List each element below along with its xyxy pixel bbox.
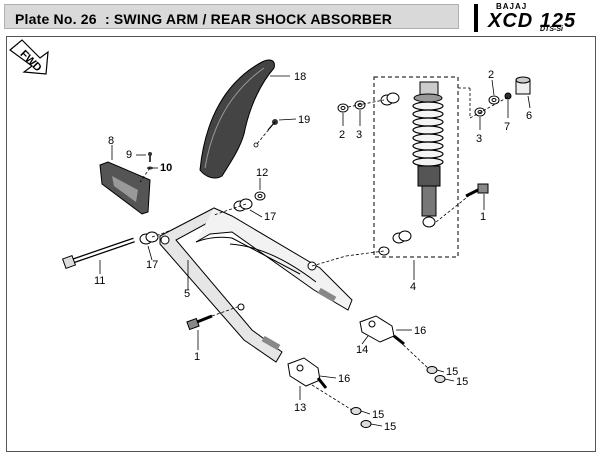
callout-13: 13 [294, 402, 306, 414]
screw-19 [267, 119, 278, 131]
washer-2-left [337, 103, 349, 113]
washer-2-right [488, 95, 500, 105]
nut-15-a [426, 366, 438, 374]
cap-nut-6 [515, 76, 531, 95]
callout-1-lower: 1 [194, 351, 200, 363]
nut-15-b [434, 375, 446, 383]
bush-17-a [139, 231, 159, 245]
fwd-arrow-icon: FWD [9, 39, 49, 75]
spindle-bolt [61, 237, 135, 270]
nut-15-c [350, 407, 362, 415]
bolt-9 [148, 152, 152, 162]
washer-12 [254, 191, 266, 201]
callout-19: 19 [298, 114, 310, 126]
brand-logo: BAJAJ XCD 125 DTS-Si [470, 2, 598, 33]
callout-10: 10 [160, 162, 172, 174]
chain-adjuster-14 [359, 315, 405, 346]
callout-18: 18 [294, 71, 306, 83]
brand-maker: BAJAJ [496, 2, 528, 11]
brand-divider [474, 4, 478, 32]
shock-bush-upper [380, 92, 400, 106]
bolt-1-lower [186, 314, 213, 331]
leader-dashed [139, 87, 511, 411]
chain-guard-bracket [99, 161, 151, 215]
callout-16-upper: 16 [414, 325, 426, 337]
chain-adjuster-13 [287, 357, 328, 389]
callout-16-lower: 16 [338, 373, 350, 385]
callout-17-lower: 17 [146, 259, 158, 271]
brand-model: XCD 125 [488, 10, 577, 32]
diagram-frame [6, 36, 596, 452]
rear-mudguard [199, 59, 275, 179]
callout-15-a: 15 [446, 366, 458, 378]
callout-7: 7 [504, 121, 510, 133]
plate-title: Plate No. 26 : SWING ARM / REAR SHOCK AB… [15, 11, 393, 27]
callout-labels: 18 19 8 9 10 12 17 17 11 5 1 2 3 3 2 7 6… [94, 69, 532, 433]
callout-14: 14 [356, 344, 368, 356]
bush-17-b [233, 198, 253, 212]
shock-bush-lower [378, 230, 412, 256]
title-bar: Plate No. 26 : SWING ARM / REAR SHOCK AB… [4, 4, 459, 29]
callout-8: 8 [108, 135, 114, 147]
callout-3-right: 3 [476, 133, 482, 145]
plate-header: Plate No. 26 : SWING ARM / REAR SHOCK AB… [0, 0, 601, 33]
callout-5: 5 [184, 288, 190, 300]
washer-3-right [474, 107, 486, 117]
callout-9: 9 [126, 149, 132, 161]
callout-2-left: 2 [339, 129, 345, 141]
callout-15-c: 15 [372, 409, 384, 421]
callout-17-upper: 17 [264, 211, 276, 223]
callout-2-right: 2 [488, 69, 494, 81]
leader-solid [99, 75, 531, 427]
callout-15-d: 15 [384, 421, 396, 433]
callout-4: 4 [410, 281, 416, 293]
swing-arm [159, 207, 353, 363]
bolt-1-right [465, 183, 489, 198]
shock-absorber [373, 76, 459, 258]
callout-12: 12 [256, 167, 268, 179]
callout-3-left: 3 [356, 129, 362, 141]
nut-15-d [360, 420, 372, 428]
callout-1-right: 1 [480, 211, 486, 223]
callout-11: 11 [94, 275, 105, 287]
callout-6: 6 [526, 110, 532, 122]
callout-15-b: 15 [456, 376, 468, 388]
brand-variant: DTS-Si [540, 26, 563, 33]
